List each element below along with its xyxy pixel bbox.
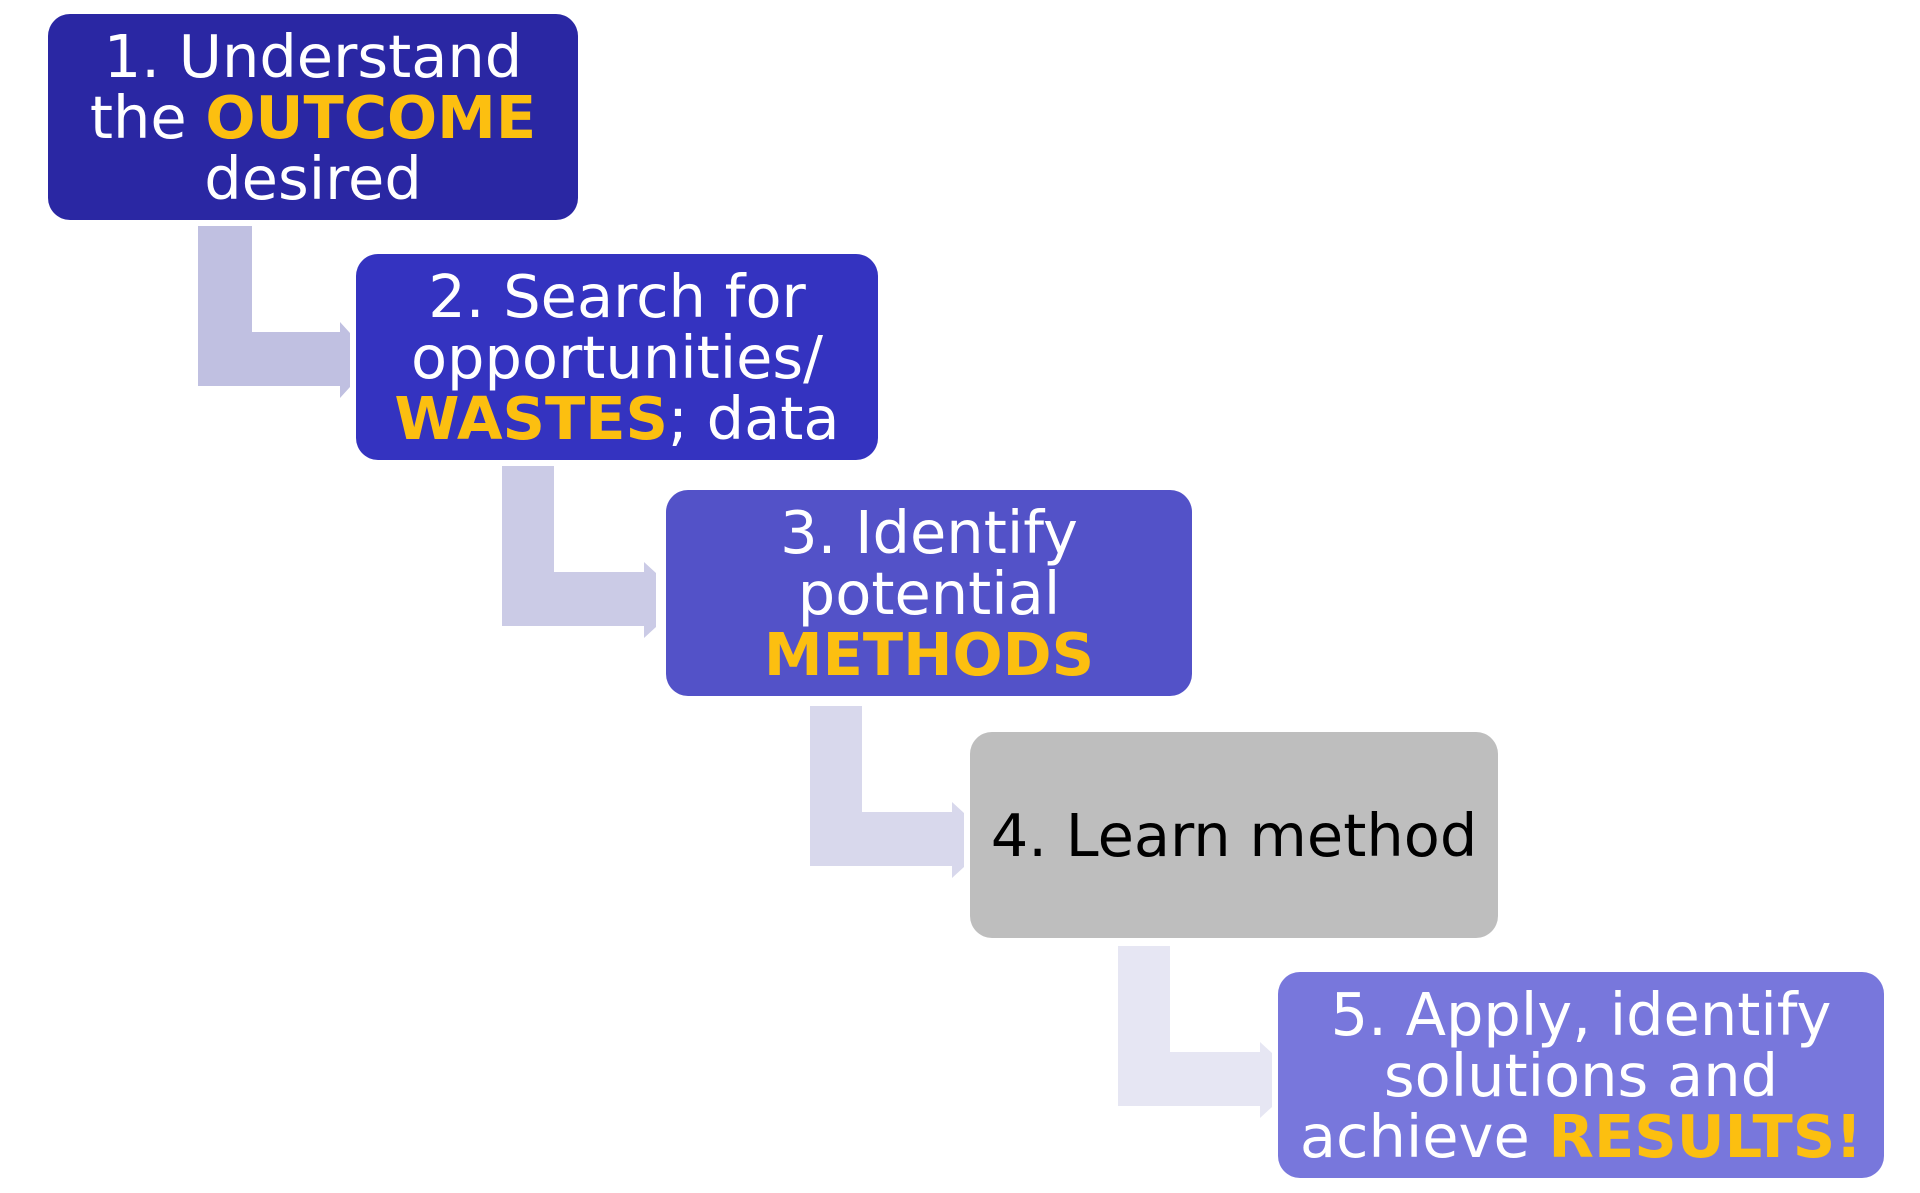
step-1-line-2-prefix: the [89, 82, 206, 152]
step-1-line-3: desired [204, 143, 422, 213]
step-5-text: 5. Apply, identify solutions and achieve… [1300, 984, 1862, 1167]
step-1-highlight: OUTCOME [205, 82, 537, 152]
step-3-line-1: 3. Identify [780, 497, 1078, 567]
step-1-text: 1. Understand the OUTCOME desired [90, 26, 536, 209]
step-2-line-3: WASTES; data [394, 388, 839, 449]
step-3-box: 3. Identify potential METHODS [666, 490, 1192, 696]
step-2-line-3-suffix: ; data [668, 383, 840, 453]
step-2-line-2: opportunities/ [410, 322, 824, 392]
step-3-text: 3. Identify potential METHODS [764, 502, 1094, 685]
step-2-box: 2. Search for opportunities/ WASTES; dat… [356, 254, 878, 460]
step-4-box: 4. Learn method [970, 732, 1498, 938]
step-2-highlight: WASTES [394, 383, 669, 453]
connector-arrow-1-to-2 [198, 226, 350, 398]
step-5-line-1: 5. Apply, identify [1330, 979, 1832, 1049]
step-1-box: 1. Understand the OUTCOME desired [48, 14, 578, 220]
step-5-box: 5. Apply, identify solutions and achieve… [1278, 972, 1884, 1178]
step-5-highlight: RESULTS! [1548, 1101, 1863, 1171]
connector-arrow-2-to-3 [502, 466, 656, 638]
step-1-line-2: the OUTCOME [90, 87, 536, 148]
step-5-line-3: achieve RESULTS! [1300, 1106, 1862, 1167]
step-5-line-2: solutions and [1383, 1040, 1779, 1110]
step-1-line-1: 1. Understand [103, 21, 523, 91]
step-3-line-2: potential [797, 558, 1061, 628]
step-5-line-3-prefix: achieve [1299, 1101, 1549, 1171]
step-2-line-1: 2. Search for [428, 261, 806, 331]
connector-arrow-4-to-5 [1118, 946, 1272, 1118]
step-4-text: 4. Learn method [991, 805, 1478, 866]
step-3-highlight: METHODS [763, 619, 1095, 689]
step-4-line-1: 4. Learn method [990, 800, 1478, 870]
connector-arrow-3-to-4 [810, 706, 964, 878]
step-2-text: 2. Search for opportunities/ WASTES; dat… [394, 266, 839, 449]
